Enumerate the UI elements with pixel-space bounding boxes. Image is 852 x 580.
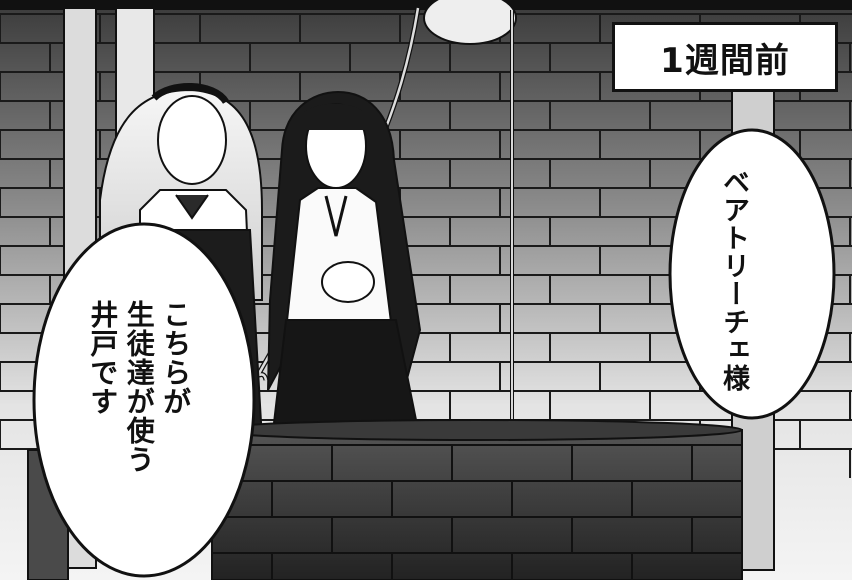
stone-well xyxy=(211,419,743,580)
caption-text: 1週間前 xyxy=(660,40,790,81)
speech-bubble-right-text: ベアトリーチェ様 xyxy=(718,168,750,392)
speech-bubble-right xyxy=(668,128,836,420)
caption-box: 1週間前 xyxy=(612,22,838,92)
speech-bubble-left xyxy=(32,222,256,578)
dark-haired-woman-figure xyxy=(267,90,422,441)
speech-bubble-left-text: こちらが 生徒達が使う 井戸です xyxy=(86,300,193,474)
well-pulley xyxy=(256,0,517,432)
